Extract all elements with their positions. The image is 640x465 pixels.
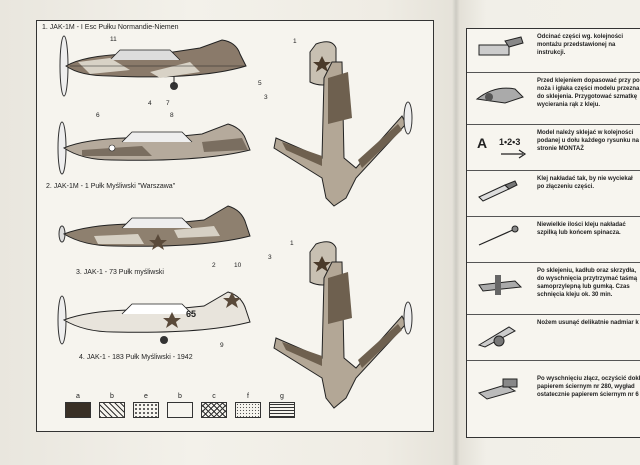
callout-top-1: 1 — [293, 38, 297, 45]
callout-4: 4 — [148, 100, 152, 107]
page-fold — [452, 0, 460, 465]
aircraft-side-1 — [59, 35, 247, 97]
aircraft-top-1 — [273, 41, 413, 207]
callout-8: 8 — [170, 112, 174, 119]
step-2: Przed klejeniem dopasować przy po noża i… — [467, 73, 640, 125]
caption-scheme-1: 1. JAK-1M - I Esc Pułku Normandie-Niemen — [42, 24, 179, 31]
instructions-panel: Odcinać części wg. kolejności montażu pr… — [466, 28, 640, 438]
cutting-part-icon — [478, 36, 524, 56]
callout-10: 10 — [234, 262, 242, 269]
step-7: Nożem usunąć delikatnie nadmiar k — [467, 315, 640, 361]
callout-3b: 3 — [268, 254, 272, 261]
step-4: Klej nakładać tak, by nie wyciekał po zł… — [467, 171, 640, 217]
legend-item-f: f — [234, 392, 262, 418]
step-1: Odcinać części wg. kolejności montażu pr… — [467, 29, 640, 73]
pin-glue-icon — [478, 225, 519, 246]
callout-6: 6 — [96, 112, 100, 119]
aircraft-side-3 — [58, 205, 251, 250]
sanding-icon — [477, 378, 518, 400]
callout-11: 11 — [110, 36, 117, 43]
callout-5: 5 — [258, 80, 262, 87]
callout-7: 7 — [166, 100, 170, 107]
callout-3: 3 — [264, 94, 268, 101]
fitting-parts-icon — [475, 87, 524, 104]
step-5: Niewielkie ilości kleju nakładać szpilką… — [467, 217, 640, 263]
step-3: A 1•2•3 Model należy sklejać w kolejnośc… — [467, 125, 640, 171]
caption-scheme-4: 4. JAK-1 - 183 Pułk Myśliwski - 1942 — [79, 354, 193, 361]
legend-item-g: g — [268, 392, 296, 418]
callout-top-2: 1 — [290, 240, 294, 247]
caption-scheme-2: 2. JAK-1M - 1 Pułk Myśliwski "Warszawa" — [46, 183, 176, 190]
legend-item-e: e — [132, 392, 160, 418]
assembly-order-icon — [501, 149, 527, 159]
glue-tube-icon — [478, 180, 518, 202]
aircraft-side-4 — [57, 291, 251, 345]
aircraft-top-2 — [273, 241, 413, 409]
legend-item-a: a — [64, 392, 92, 418]
knife-trim-icon — [477, 326, 516, 348]
legend-item-c: c — [200, 392, 228, 418]
step-6: Po sklejeniu, kadłub oraz skrzydła, do w… — [467, 263, 640, 315]
aircraft-side-2 — [57, 121, 251, 175]
caption-scheme-3: 3. JAK-1 - 73 Pułk myśliwski — [76, 269, 164, 276]
callout-2: 2 — [212, 262, 216, 269]
callout-9: 9 — [220, 342, 224, 349]
step-8: Po wyschnięciu złącz, oczyścić dokł papi… — [467, 361, 640, 437]
legend-item-b2: b — [166, 392, 194, 418]
legend-item-b: b — [98, 392, 126, 418]
color-legend: a b e b c f g — [64, 392, 304, 422]
taped-model-icon — [478, 275, 523, 295]
aircraft-code-label: 65 — [186, 309, 197, 319]
